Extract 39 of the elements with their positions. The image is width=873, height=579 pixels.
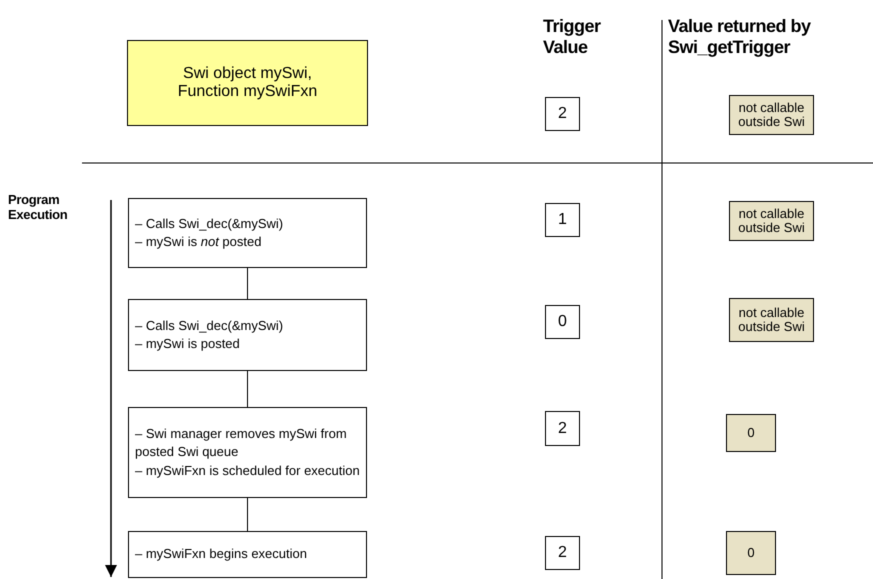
trigger-value-box xyxy=(545,97,580,131)
object-box xyxy=(127,40,368,126)
connector-line xyxy=(247,370,248,408)
return-value-box xyxy=(729,298,814,342)
node-text: – mySwiFxn begins execution xyxy=(135,545,308,564)
node-text: Swi object mySwi, Function mySwiFxn xyxy=(176,65,318,101)
node-text: – Calls Swi_dec(&mySwi) xyxy=(135,316,284,335)
column-header: Value returned by Swi_getTrigger xyxy=(668,16,812,58)
node-text: 0 xyxy=(747,546,755,560)
return-value-box xyxy=(726,531,776,575)
node-text: not callable outside Swi xyxy=(737,306,806,334)
process-box xyxy=(128,198,367,268)
trigger-value-box xyxy=(545,305,580,339)
process-box xyxy=(128,299,367,371)
return-value-box xyxy=(726,414,776,452)
node-text: – Swi manager removes mySwi from posted Swi queue xyxy=(135,425,348,462)
node-text: – mySwi is not posted xyxy=(135,233,262,251)
column-header: Trigger Value xyxy=(543,16,602,58)
connector-line xyxy=(247,268,248,300)
node-text: not callable outside Swi xyxy=(737,206,806,236)
node-text: 2 xyxy=(558,105,567,123)
process-box xyxy=(128,407,367,498)
node-text: – mySwi is posted xyxy=(135,335,241,353)
node-text: 2 xyxy=(558,420,567,438)
return-value-box xyxy=(729,95,814,135)
connector-line xyxy=(247,498,248,532)
trigger-value-box xyxy=(545,411,580,446)
node-text: 0 xyxy=(747,426,755,440)
node-text: 2 xyxy=(558,544,567,562)
axis-label: Program Execution xyxy=(8,193,68,223)
node-text: not callable outside Swi xyxy=(737,100,806,130)
return-value-box xyxy=(729,201,814,241)
node-text: 1 xyxy=(558,211,567,229)
process-box xyxy=(128,531,367,578)
node-text: – mySwiFxn is scheduled for execution xyxy=(135,462,360,480)
trigger-value-box xyxy=(545,203,580,237)
node-text: – Calls Swi_dec(&mySwi) xyxy=(135,214,284,233)
trigger-value-box xyxy=(545,536,580,570)
node-text: 0 xyxy=(558,313,567,331)
